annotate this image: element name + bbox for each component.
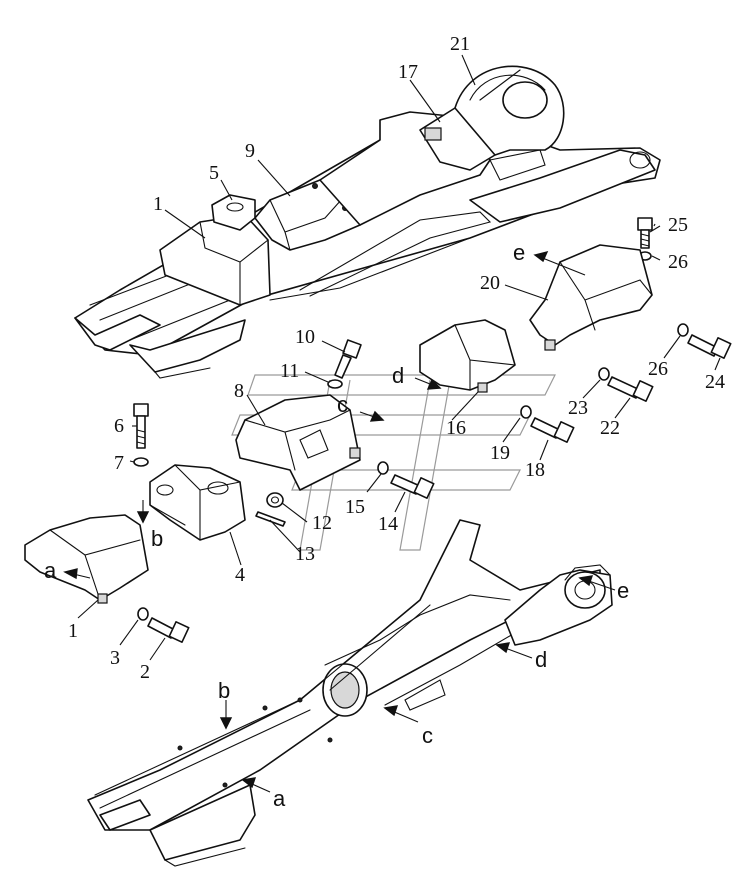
label-26-mid: 26: [648, 358, 668, 380]
washer-19: [520, 405, 532, 419]
bolt-22: [607, 376, 654, 403]
label-7: 7: [114, 452, 124, 474]
label-23: 23: [568, 397, 588, 419]
pin-13: [255, 511, 286, 527]
label-1-bottom: 1: [68, 620, 78, 642]
label-20: 20: [480, 272, 500, 294]
label-14: 14: [378, 513, 398, 535]
washer-3: [137, 607, 149, 621]
bolt-6: [133, 403, 149, 449]
ref-e-frame: e: [617, 578, 629, 603]
leader-lines: [77, 54, 721, 661]
bracket-4: [149, 464, 246, 541]
label-8: 8: [234, 380, 244, 402]
part-labels: 1 5 9 17 21 25 26 20 10 11 8 6 7 4 12 13…: [68, 33, 725, 683]
ref-a-cover: a: [44, 558, 57, 583]
cover-20: [529, 244, 653, 351]
ref-b-cover: b: [151, 526, 163, 551]
nut-12: [266, 492, 284, 508]
bolt-14: [390, 474, 435, 500]
label-24: 24: [705, 371, 725, 393]
bolt-25: [637, 217, 653, 249]
label-2: 2: [140, 661, 150, 683]
label-6: 6: [114, 415, 124, 437]
label-9: 9: [245, 140, 255, 162]
label-11: 11: [280, 360, 299, 382]
ref-letters: e d c b a b c d e a: [44, 240, 629, 811]
bolt-2: [147, 617, 190, 644]
label-22: 22: [600, 417, 620, 439]
ref-c-frame: c: [422, 723, 433, 748]
label-17: 17: [398, 61, 418, 83]
washer-23: [598, 367, 610, 381]
ref-c-cover: c: [337, 392, 348, 417]
label-13: 13: [295, 543, 315, 565]
washer-26-mid: [677, 323, 689, 337]
ref-b-frame: b: [218, 678, 230, 703]
cover-1-lower: [24, 514, 149, 604]
label-4: 4: [235, 564, 245, 586]
bolt-24: [687, 334, 732, 360]
washer-15: [377, 461, 389, 475]
ref-e-cover: e: [513, 240, 525, 265]
ref-d-frame: d: [535, 647, 547, 672]
washer-7: [133, 457, 149, 467]
label-26-top: 26: [668, 251, 688, 273]
label-19: 19: [490, 442, 510, 464]
label-15: 15: [345, 496, 365, 518]
cover-16: [419, 319, 516, 393]
label-3: 3: [110, 647, 120, 669]
bottom-track-frame: [87, 519, 613, 867]
label-12: 12: [312, 512, 332, 534]
label-18: 18: [525, 459, 545, 481]
ref-arrows: [63, 250, 616, 793]
label-10: 10: [295, 326, 315, 348]
ref-d-cover: d: [392, 363, 404, 388]
ref-a-frame: a: [273, 786, 286, 811]
top-track-frame: [74, 65, 661, 379]
label-25: 25: [668, 214, 688, 236]
cover-8: [235, 394, 361, 491]
bolt-10: [334, 339, 362, 379]
label-21: 21: [450, 33, 470, 55]
label-5: 5: [209, 162, 219, 184]
washer-11: [327, 379, 343, 389]
label-1-top: 1: [153, 193, 163, 215]
label-16: 16: [446, 417, 466, 439]
bolt-18: [530, 417, 575, 444]
